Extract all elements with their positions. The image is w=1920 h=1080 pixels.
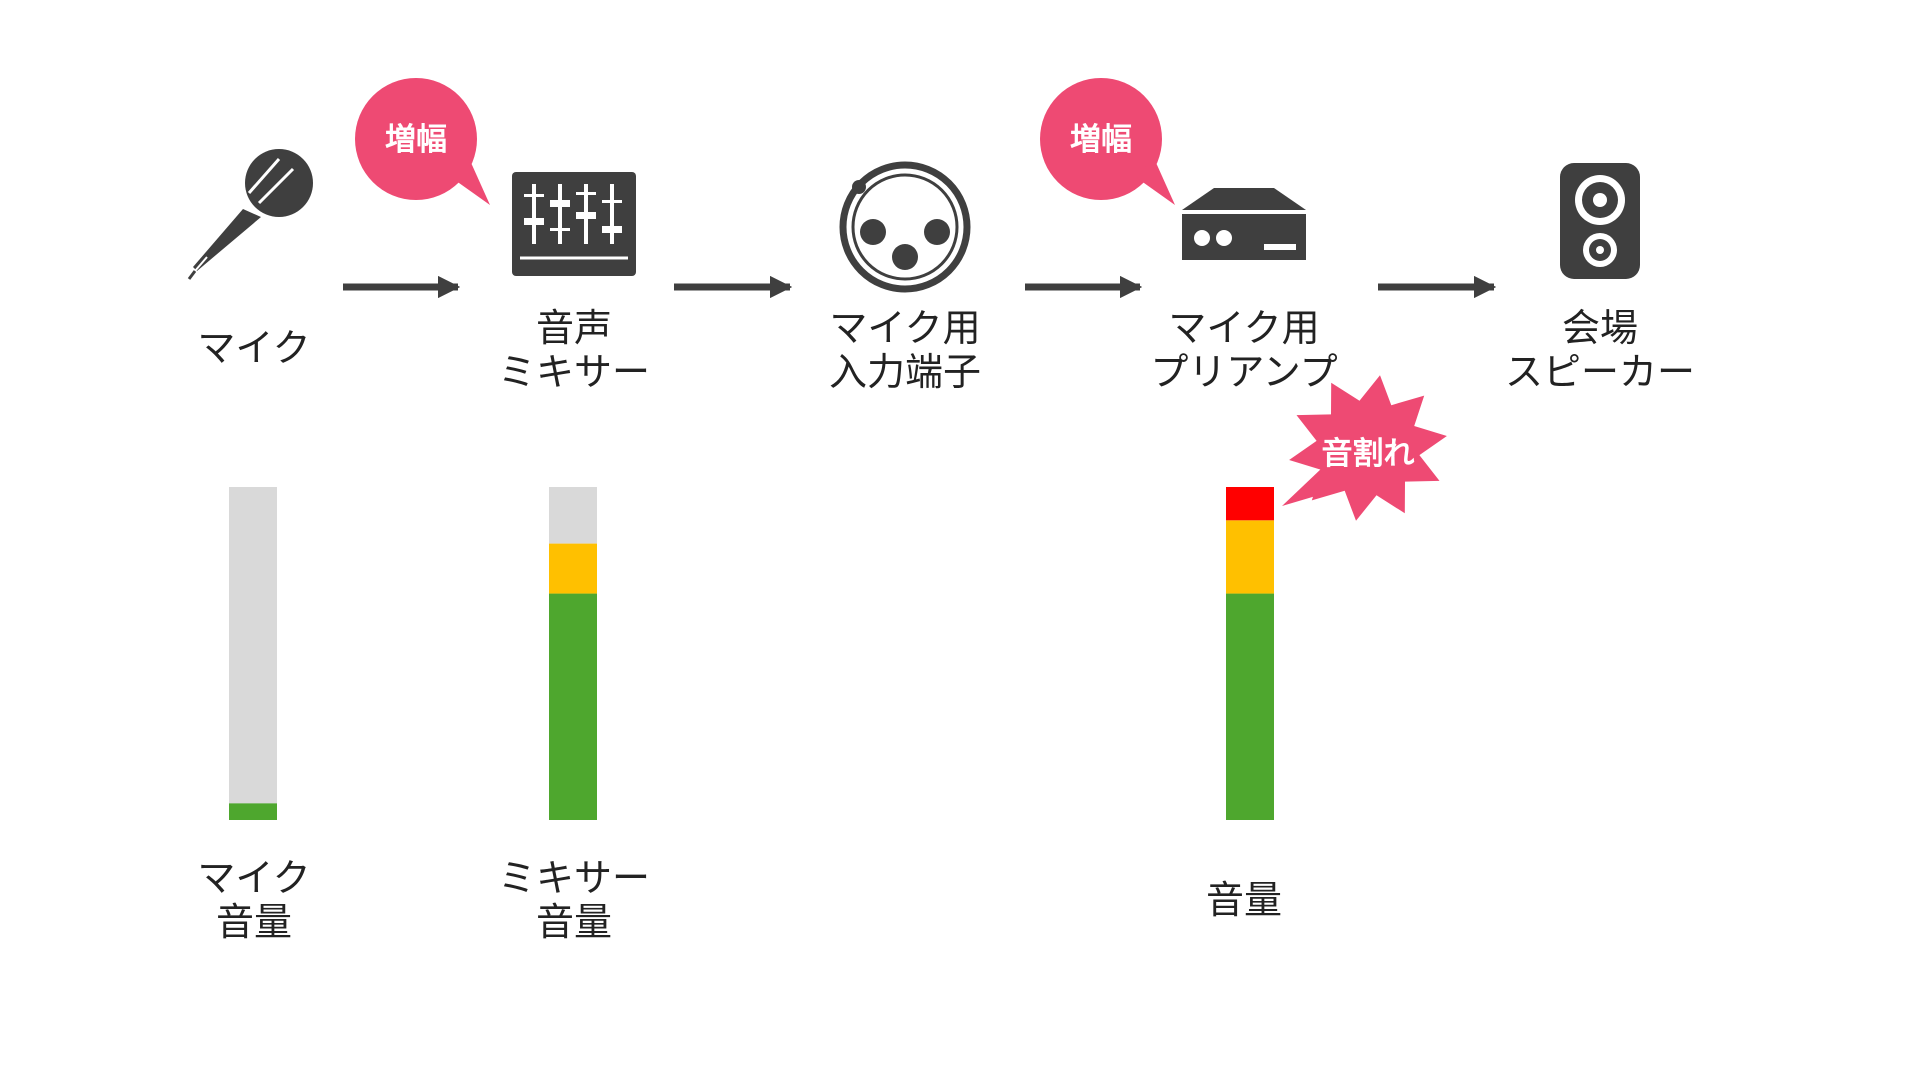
amplify-callout-mixer-text: 増幅 (385, 122, 447, 158)
meter-yellow-segment (1226, 520, 1274, 594)
amplify-callout-preamp-text: 増幅 (1070, 122, 1132, 158)
stage-label-speaker: 会場 スピーカー (1504, 306, 1695, 394)
meter-red-segment (1226, 487, 1274, 521)
amplify-callout-mixer: 増幅 (355, 78, 490, 205)
distortion-burst-tail (1282, 468, 1336, 506)
mixer-icon (512, 172, 636, 276)
meter-empty-segment (549, 487, 597, 544)
microphone-icon (187, 149, 313, 280)
meter-green-segment (549, 593, 597, 820)
stage-label-preamp: マイク用 プリアンプ (1150, 306, 1338, 394)
meter-empty-segment (229, 487, 277, 804)
xlr-input-icon (839, 161, 971, 293)
preamp-icon (1182, 188, 1306, 260)
meter-yellow-segment (549, 543, 597, 594)
meter-green-segment (1226, 593, 1274, 820)
meter-mic (229, 487, 277, 820)
stage-label-xlr-input: マイク用 入力端子 (828, 306, 981, 394)
speaker-icon (1560, 163, 1640, 279)
stage-label-mixer: 音声 ミキサー (497, 306, 650, 394)
meter-label-mixer: ミキサー 音量 (497, 856, 650, 944)
meter-preamp (1226, 487, 1274, 820)
meter-label-preamp: 音量 (1205, 878, 1282, 922)
amplify-callout-preamp: 増幅 (1040, 78, 1175, 205)
meter-green-segment (229, 803, 277, 820)
distortion-burst: 音割れ (1282, 375, 1447, 521)
meter-mixer (549, 487, 597, 820)
distortion-callout-text: 音割れ (1322, 436, 1415, 472)
stage-label-microphone: マイク (197, 326, 311, 370)
meter-label-mic: マイク 音量 (197, 856, 311, 944)
